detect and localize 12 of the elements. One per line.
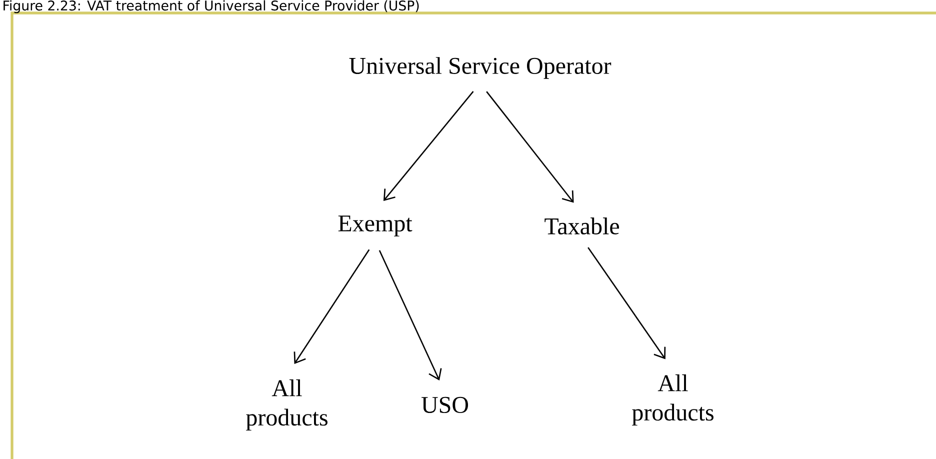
node-label: USO [422,396,468,414]
figure-title: Figure 2.23: VAT treatment of Universal Service Provider (USP) [4,0,419,14]
node-label: Universal Service Operator [349,57,612,79]
arrow [486,91,574,203]
arrow [378,250,442,381]
arrow [383,90,474,201]
node-label: All products [246,379,328,431]
node-label: Taxable [544,218,620,234]
node-label: All products [632,374,714,426]
node-label: Exempt [338,216,412,236]
arrow [294,249,370,364]
arrow [588,247,666,360]
